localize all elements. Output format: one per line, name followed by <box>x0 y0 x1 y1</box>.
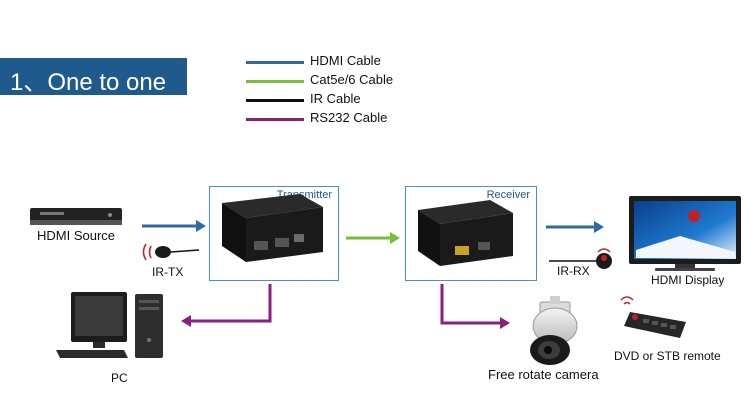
rs232-arrow-pc <box>181 284 272 327</box>
ir-rx-sensor-icon <box>549 248 612 269</box>
ir-tx-sensor-icon <box>142 243 200 261</box>
hdmi-source-label: HDMI Source <box>37 228 116 243</box>
camera-label: Free rotate camera <box>488 367 599 382</box>
legend-label: Cat5e/6 Cable <box>310 72 394 87</box>
hdmi-arrow-out <box>546 221 604 233</box>
ir-rx-label: IR-RX <box>557 264 590 278</box>
pc-icon <box>56 292 163 358</box>
receiver-title: Receiver <box>486 189 530 201</box>
tv-display-icon <box>629 196 741 271</box>
dvd-player-icon <box>30 208 122 225</box>
hdmi-cable-swatch <box>246 61 304 64</box>
legend-label: RS232 Cable <box>310 110 388 125</box>
rs232-cable-swatch <box>246 118 304 121</box>
cat5-arrow <box>346 232 400 244</box>
ir-tx-label: IR-TX <box>152 265 184 279</box>
pc-label: PC <box>111 371 128 385</box>
rs232-arrow-camera <box>440 284 510 329</box>
section-title: 1、One to one <box>10 69 167 96</box>
section-banner: 1、One to one <box>0 58 187 96</box>
receiver-device-icon <box>418 200 513 266</box>
hdmi-arrow-in <box>142 220 206 232</box>
hdmi-display-label: HDMI Display <box>651 273 725 287</box>
cat5-cable-swatch <box>246 80 304 83</box>
remote-label: DVD or STB remote <box>614 349 721 363</box>
remote-control-icon <box>620 296 686 338</box>
dome-camera-icon <box>530 296 578 365</box>
ir-cable-swatch <box>246 99 304 102</box>
legend-label: HDMI Cable <box>310 53 381 68</box>
transmitter-device-icon <box>222 194 323 262</box>
legend-label: IR Cable <box>310 91 361 106</box>
